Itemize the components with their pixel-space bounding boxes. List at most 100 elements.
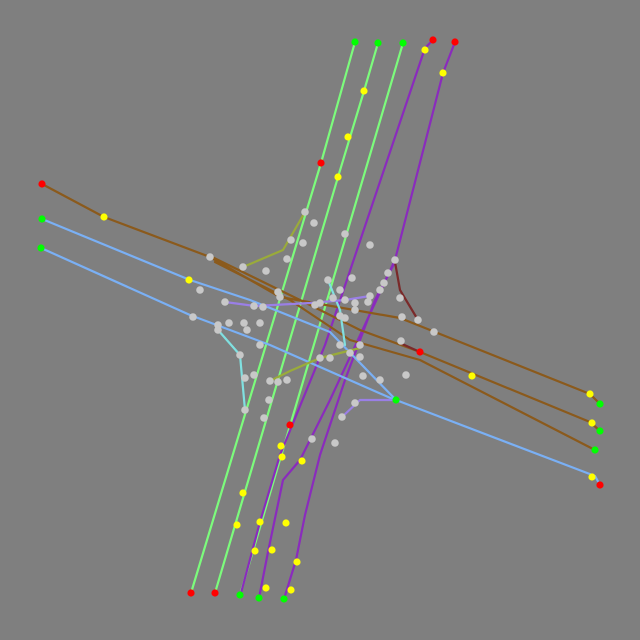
gray-lane-point — [336, 341, 344, 349]
gray-lane-point — [287, 236, 295, 244]
gray-lane-point — [359, 372, 367, 380]
gray-lane-point — [221, 298, 229, 306]
red-lane-point — [211, 589, 219, 597]
gray-lane-point — [356, 341, 364, 349]
gray-lane-point — [250, 371, 258, 379]
connector-5 — [223, 294, 372, 308]
gray-lane-point — [243, 326, 251, 334]
yellow-lane-point — [588, 419, 596, 427]
green-lane-1 — [189, 40, 357, 595]
gray-lane-point — [430, 328, 438, 336]
gray-lane-point — [402, 371, 410, 379]
gray-lane-point — [189, 313, 197, 321]
connector-4 — [326, 278, 347, 347]
gray-lane-point — [256, 341, 264, 349]
yellow-lane-point — [256, 518, 264, 526]
connector-6 — [340, 398, 397, 419]
gray-lane-point — [396, 294, 404, 302]
green-lane-point — [37, 244, 45, 252]
gray-lane-point — [239, 263, 247, 271]
gray-lane-point — [338, 413, 346, 421]
gray-lane-point — [366, 292, 374, 300]
red-lane-point — [317, 159, 325, 167]
gray-lane-point — [308, 435, 316, 443]
gray-lane-point — [310, 219, 318, 227]
connector-2 — [268, 346, 362, 383]
blue-lane-2 — [39, 246, 397, 402]
gray-lane-point — [260, 414, 268, 422]
yellow-lane-point — [421, 46, 429, 54]
connector-3 — [216, 328, 247, 412]
gray-lane-point — [356, 353, 364, 361]
yellow-lane-point — [586, 390, 594, 398]
green-lane-point — [280, 595, 288, 603]
gray-lane-point — [336, 286, 344, 294]
gray-lane-point — [366, 241, 374, 249]
gray-lane-point — [241, 406, 249, 414]
purple-lane-2 — [257, 40, 457, 600]
red-lane-point — [429, 36, 437, 44]
red-lane-point — [286, 421, 294, 429]
green-lane-point — [596, 400, 604, 408]
yellow-lane-point — [233, 521, 241, 529]
gray-lane-point — [384, 269, 392, 277]
red-lane-point — [451, 38, 459, 46]
yellow-lane-point — [185, 276, 193, 284]
gray-lane-point — [341, 230, 349, 238]
red-lane-point — [38, 180, 46, 188]
green-lane-point — [374, 39, 382, 47]
connector-7 — [393, 260, 420, 322]
lane-lines — [39, 38, 602, 601]
gray-lane-point — [351, 299, 359, 307]
gray-lane-point — [398, 313, 406, 321]
red-lane-point — [596, 481, 604, 489]
green-lane-point — [236, 591, 244, 599]
gray-lane-point — [311, 301, 319, 309]
green-lane-3 — [238, 41, 405, 597]
green-lane-point — [596, 427, 604, 435]
gray-lane-point — [214, 321, 222, 329]
red-lane-point — [187, 589, 195, 597]
connector-8 — [398, 341, 422, 354]
green-lane-point — [351, 38, 359, 46]
green-lane-point — [399, 39, 407, 47]
connector-1 — [241, 210, 307, 269]
yellow-lane-point — [293, 558, 301, 566]
gray-lane-point — [240, 319, 248, 327]
gray-lane-point — [341, 314, 349, 322]
yellow-lane-point — [287, 586, 295, 594]
gray-lane-point — [299, 239, 307, 247]
gray-lane-point — [283, 255, 291, 263]
green-lane-point — [255, 594, 263, 602]
lane-points — [37, 36, 604, 603]
gray-lane-point — [397, 337, 405, 345]
yellow-lane-point — [298, 457, 306, 465]
gray-lane-point — [414, 316, 422, 324]
gray-lane-point — [380, 279, 388, 287]
yellow-lane-point — [262, 584, 270, 592]
gray-lane-point — [351, 306, 359, 314]
yellow-lane-point — [344, 133, 352, 141]
gray-lane-point — [331, 439, 339, 447]
yellow-lane-point — [282, 519, 290, 527]
gray-lane-point — [351, 399, 359, 407]
yellow-lane-point — [277, 442, 285, 450]
gray-lane-point — [376, 376, 384, 384]
gray-lane-point — [274, 378, 282, 386]
green-lane-point — [38, 215, 46, 223]
green-lane-point — [591, 446, 599, 454]
gray-lane-point — [301, 208, 309, 216]
yellow-lane-point — [588, 473, 596, 481]
gray-lane-point — [265, 396, 273, 404]
green-lane-point — [392, 396, 400, 404]
yellow-lane-point — [239, 489, 247, 497]
gray-lane-point — [316, 354, 324, 362]
gray-lane-point — [259, 303, 267, 311]
gray-lane-point — [256, 319, 264, 327]
yellow-lane-point — [468, 372, 476, 380]
gray-lane-point — [283, 376, 291, 384]
gray-lane-point — [266, 377, 274, 385]
gray-lane-point — [225, 319, 233, 327]
